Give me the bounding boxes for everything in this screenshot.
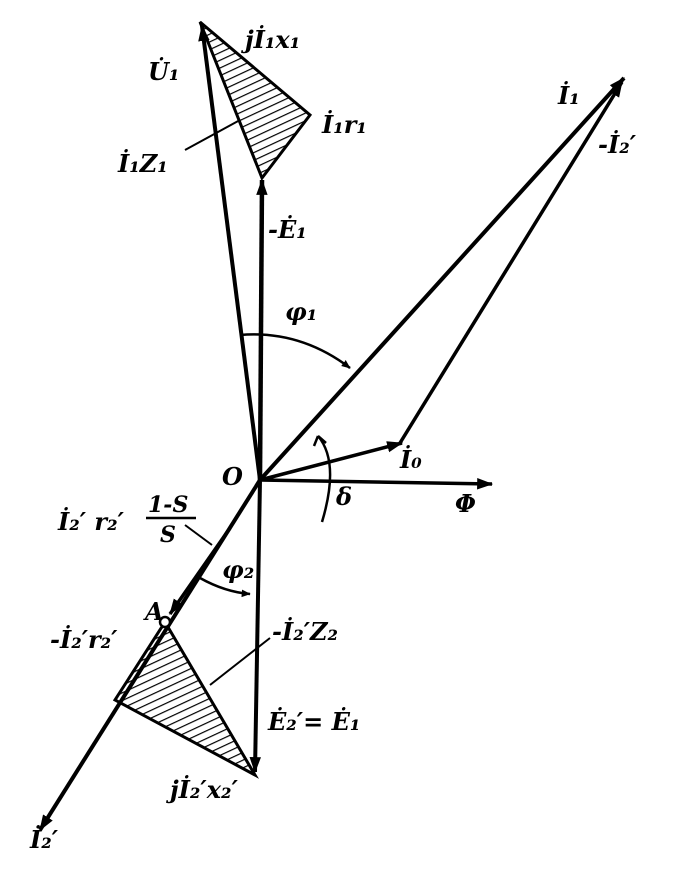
label-point-a: A [145,597,164,626]
label-neg-i2-r2: -İ₂′r₂′ [50,625,118,654]
label-delta: δ [336,482,353,511]
i0-vector [259,441,404,482]
label-neg-i2-z2: -İ₂′Z₂ [272,617,339,646]
label-e2-eq-e1: Ė₂′= Ė₁ [268,707,361,736]
i1z1-leader [184,119,241,151]
i1-vector [258,76,626,482]
label-fraction-numerator: 1-S [148,492,189,518]
primary-impedance-triangle [198,20,313,182]
label-u1: U̇₁ [148,57,180,86]
label-phi: Φ [455,489,476,518]
label-i1: İ₁ [558,81,580,110]
neg-i2-prime-vector [398,81,624,444]
e2-prime-vector [249,479,262,774]
label-phi1: φ₁ [285,297,318,326]
label-i0: İ₀ [400,445,422,474]
label-i1-z1: İ₁Z₁ [118,149,168,178]
label-j-i2-x2: jİ₂′x₂′ [170,775,238,804]
label-i1-r1: İ₁r₁ [322,110,367,139]
neg-i2z2-leader [209,637,271,686]
label-phi2: φ₂ [222,555,255,584]
phi1-arc [239,333,351,369]
phi2-arc [199,576,251,598]
phi-axis [259,478,494,490]
label-fraction-denominator: S [160,522,176,548]
label-neg-i2-prime-top: -İ₂′ [598,130,637,159]
i2-r2-load-vector [168,526,232,616]
label-i2-r2-load: İ₂′ r₂′ [58,507,124,536]
label-origin: O [222,462,243,491]
label-neg-e1: -Ė₁ [268,215,307,244]
secondary-impedance-triangle [112,619,260,779]
neg-e1-vector [256,178,268,481]
label-j-i1-x1: jİ₁x₁ [245,25,301,54]
delta-arc [317,435,332,523]
label-i2-prime-bottom: İ₂′ [30,825,59,854]
u1-vector [198,24,262,481]
point-a [158,615,172,629]
i2r2-frac-leader [184,524,213,546]
